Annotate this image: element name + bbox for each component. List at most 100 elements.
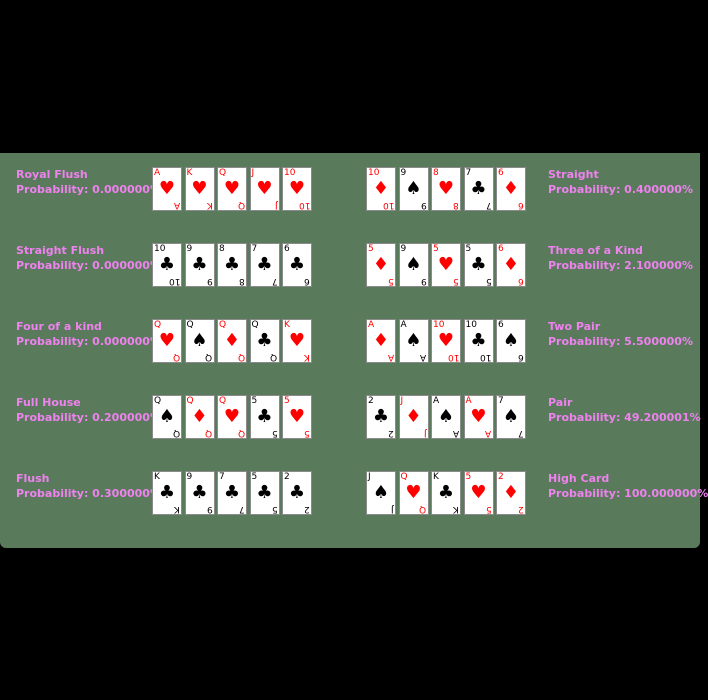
playing-card: 7♠7 xyxy=(496,395,526,439)
card-rank: 2 xyxy=(284,472,290,482)
playing-card: 9♣9 xyxy=(184,471,215,515)
card-rank: Q xyxy=(219,320,227,330)
card-rank-inverted: Q xyxy=(205,352,213,362)
diamond-icon: ♦ xyxy=(502,178,520,199)
card-rank-inverted: 5 xyxy=(485,504,492,514)
card-rank: J xyxy=(368,472,371,482)
club-icon: ♣ xyxy=(288,482,306,503)
card-rank: 10 xyxy=(284,168,296,178)
card-rank: Q xyxy=(251,320,259,330)
card-rank: 10 xyxy=(154,244,166,254)
playing-card: 10♥10 xyxy=(282,167,312,211)
card-rank: K xyxy=(284,320,290,330)
card-rank-inverted: Q xyxy=(237,200,245,210)
card-rank: 10 xyxy=(433,320,445,330)
card-rank-inverted: Q xyxy=(172,352,180,362)
playing-card: Q♠Q xyxy=(152,395,182,439)
heart-icon: ♥ xyxy=(470,406,487,427)
club-icon: ♣ xyxy=(256,254,273,275)
club-icon: ♣ xyxy=(191,254,208,275)
club-icon: ♣ xyxy=(191,482,208,503)
card-rank: 5 xyxy=(368,244,374,254)
card-rank: Q xyxy=(219,396,227,406)
club-icon: ♣ xyxy=(288,254,306,275)
club-icon: ♣ xyxy=(158,482,176,503)
playing-card: 10♣10 xyxy=(152,243,182,287)
heart-icon: ♥ xyxy=(191,178,208,199)
playing-card: 5♦5 xyxy=(366,243,396,287)
card-rank-inverted: 5 xyxy=(453,276,459,286)
playing-card: 6♠6 xyxy=(496,319,526,363)
hand-probability: Probability: 0.000000% xyxy=(16,183,161,196)
playing-card: A♠A xyxy=(431,395,461,439)
heart-icon: ♥ xyxy=(158,178,176,199)
card-rank-inverted: K xyxy=(453,504,459,514)
card-rank-inverted: 10 xyxy=(168,276,180,286)
playing-card: A♥A xyxy=(463,395,494,439)
card-rank: Q xyxy=(219,168,227,178)
card-rank-inverted: 7 xyxy=(518,428,524,438)
card-rank: K xyxy=(186,168,193,178)
card-rank-inverted: A xyxy=(452,428,459,438)
card-rank-inverted: 7 xyxy=(485,200,492,210)
card-rank: 8 xyxy=(433,168,439,178)
card-rank: 6 xyxy=(498,244,504,254)
heart-icon: ♥ xyxy=(437,330,455,351)
card-rank: 9 xyxy=(400,244,407,254)
club-icon: ♣ xyxy=(158,254,176,275)
hand-name: Flush xyxy=(16,472,50,485)
card-rank: A xyxy=(400,320,407,330)
playing-card: 9♠9 xyxy=(398,167,429,211)
card-rank-inverted: 5 xyxy=(271,504,278,514)
playing-card: Q♣Q xyxy=(249,319,280,363)
club-icon: ♣ xyxy=(372,406,390,427)
club-icon: ♣ xyxy=(470,330,487,351)
playing-card: A♠A xyxy=(398,319,429,363)
club-icon: ♣ xyxy=(437,482,455,503)
playing-card: J♦J xyxy=(398,395,429,439)
playing-card: 6♣6 xyxy=(282,243,312,287)
card-rank: A xyxy=(465,396,472,406)
card-rank-inverted: Q xyxy=(270,352,278,362)
playing-card: 5♥5 xyxy=(431,243,461,287)
card-rank-inverted: A xyxy=(420,352,427,362)
club-icon: ♣ xyxy=(223,482,241,503)
spade-icon: ♠ xyxy=(405,330,422,351)
card-rank: 5 xyxy=(251,472,258,482)
card-rank-inverted: 9 xyxy=(420,200,427,210)
hand-probability: Probability: 2.100000% xyxy=(548,259,693,272)
diamond-icon: ♦ xyxy=(502,482,520,503)
card-rank: K xyxy=(433,472,439,482)
playing-card: 5♥5 xyxy=(282,395,312,439)
card-rank-inverted: Q xyxy=(237,428,245,438)
hand-probability: Probability: 0.200000% xyxy=(16,411,161,424)
hand-name: Royal Flush xyxy=(16,168,88,181)
card-rank: A xyxy=(154,168,161,178)
card-rank-inverted: 6 xyxy=(518,352,524,362)
playing-card: Q♥Q xyxy=(398,471,429,515)
playing-card: 10♦10 xyxy=(366,167,396,211)
hand-probability: Probability: 100.000000% xyxy=(548,487,708,500)
card-rank-inverted: 9 xyxy=(206,504,213,514)
card-rank: 9 xyxy=(400,168,407,178)
hand-name: Four of a kind xyxy=(16,320,102,333)
playing-card: 5♣5 xyxy=(463,243,494,287)
heart-icon: ♥ xyxy=(470,482,487,503)
heart-icon: ♥ xyxy=(288,178,306,199)
card-rank-inverted: Q xyxy=(419,504,427,514)
heart-icon: ♥ xyxy=(437,178,455,199)
playing-card: 8♥8 xyxy=(431,167,461,211)
playing-card: 10♥10 xyxy=(431,319,461,363)
card-rank: 8 xyxy=(219,244,225,254)
card-rank: Q xyxy=(186,396,194,406)
